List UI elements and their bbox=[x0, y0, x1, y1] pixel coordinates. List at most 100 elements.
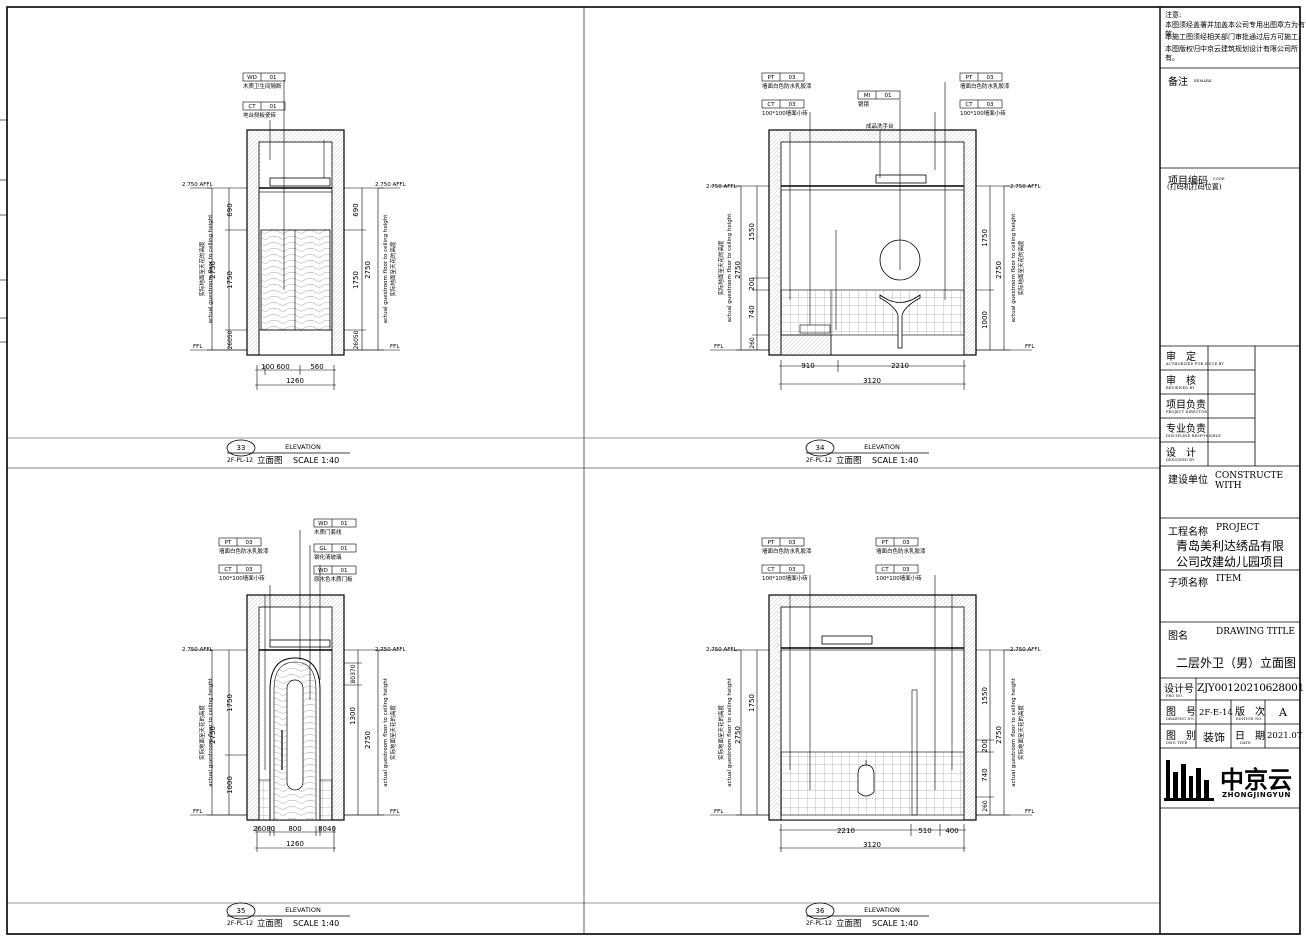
tag-36-l2-code: CT bbox=[767, 567, 775, 573]
dim-35-v-1: 1750 bbox=[226, 694, 234, 712]
tag-34-m1-num: 01 bbox=[885, 93, 892, 99]
tag-35-r1-code: WD bbox=[318, 521, 328, 527]
date-label: 日 期 bbox=[1235, 731, 1265, 742]
tag-33-2-code: CT bbox=[248, 104, 256, 110]
tag-33-1-text: 木质卫生间隔断 bbox=[243, 82, 282, 90]
dim-34-h-1: 910 bbox=[801, 362, 814, 370]
approval-project-director-sub: PROJECT DIRECTOR bbox=[1166, 410, 1208, 414]
tag-34-r2-num: 03 bbox=[987, 102, 994, 108]
revision-label: 版 次 bbox=[1235, 707, 1265, 718]
level-36-left: 2.750 AFFL bbox=[706, 647, 738, 653]
approval-review: 审 核 bbox=[1166, 376, 1196, 387]
design-no-sub: PRO NO. bbox=[1166, 694, 1184, 698]
dim-33-v-r1: 690 bbox=[352, 203, 360, 216]
elev-title-33-cn: 立面图 bbox=[257, 455, 283, 466]
elev-title-34-ref: 2F-PL-12 bbox=[806, 457, 832, 464]
elevation-33 bbox=[190, 80, 400, 390]
tag-34-l1-box bbox=[761, 72, 805, 82]
logo-en: ZHONGJINGYUN bbox=[1222, 791, 1291, 799]
tag-35-l1-code: PT bbox=[225, 540, 232, 546]
tag-36-l1-num: 03 bbox=[789, 540, 796, 546]
logo-mark-icon bbox=[1164, 760, 1214, 801]
dim-34-v-3: 740 bbox=[748, 305, 756, 318]
approval-design: 设 计 bbox=[1166, 448, 1196, 459]
tag-34-r1-num: 03 bbox=[987, 75, 994, 81]
tag-36-r1-box bbox=[875, 537, 919, 547]
dim-34-total-v: 2750 bbox=[734, 261, 742, 279]
elevation-36 bbox=[710, 575, 1032, 852]
tag-35-l2-code: CT bbox=[224, 567, 232, 573]
tag-34-l2-code: CT bbox=[767, 102, 775, 108]
height-label-cn: 实际地面至天花的高度 bbox=[389, 241, 397, 297]
dim-36-v-1: 1750 bbox=[748, 694, 756, 712]
type-sub: DWG TYPE bbox=[1166, 741, 1188, 745]
tag-33-1-code: WD bbox=[247, 75, 257, 81]
tag-36-l2-num: 03 bbox=[789, 567, 796, 573]
note-line-3: 本图版权归中京云建筑规划设计有限公司所有。 bbox=[1165, 45, 1298, 62]
project-code-sub: CODE bbox=[1213, 177, 1225, 181]
height-label-en: actual guestroom floor to ceiling height bbox=[383, 677, 389, 787]
dim-33-total-v-r: 2750 bbox=[364, 261, 372, 279]
tag-34-basin: 成品洗手台 bbox=[866, 122, 894, 130]
ffl-36-right: FFL bbox=[1025, 809, 1035, 815]
dim-34-v-4: 260 bbox=[749, 337, 756, 349]
level-34-left: 2.750 AFFL bbox=[706, 184, 738, 190]
dim-33-h-2: 600 bbox=[276, 363, 289, 371]
logo-cn: 中京云 bbox=[1220, 766, 1292, 794]
dim-36-v-r3: 740 bbox=[981, 768, 989, 781]
level-35-right: 2.750 AFFL bbox=[375, 647, 407, 653]
height-label-en: actual guestroom floor to ceiling height bbox=[383, 214, 389, 324]
dim-36-v-r4: 260 bbox=[982, 800, 989, 812]
approval-project-director: 项目负责 bbox=[1166, 400, 1206, 411]
tag-35-l1-text: 墙面白色防水乳胶漆 bbox=[219, 547, 269, 555]
remarks-sub: REMARK bbox=[1194, 79, 1212, 83]
approval-discipline-sub: DISCIPLINE RESPONSIBLE bbox=[1166, 434, 1221, 438]
dim-36-h-3: 400 bbox=[945, 827, 958, 835]
elev-title-34-scale: SCALE 1:40 bbox=[872, 456, 918, 465]
tag-34-l1-code: PT bbox=[768, 75, 775, 81]
drawing-title-value: 二层外卫（男）立面图 bbox=[1176, 656, 1297, 670]
dim-36-total: 3120 bbox=[863, 841, 881, 849]
elev-title-33-scale: SCALE 1:40 bbox=[293, 456, 339, 465]
tag-34-l1-text: 墙面白色防水乳胶漆 bbox=[762, 82, 812, 90]
tag-35-l1-num: 03 bbox=[246, 540, 253, 546]
dim-34-v-r1: 1750 bbox=[981, 229, 989, 247]
drawing-no-value: 2F-E-14 bbox=[1199, 708, 1233, 718]
height-label-cn: 实际地面至天花的高度 bbox=[198, 705, 206, 761]
dim-35-total: 1260 bbox=[286, 840, 304, 848]
tag-36-r1-num: 03 bbox=[903, 540, 910, 546]
elev-title-35-scale: SCALE 1:40 bbox=[293, 919, 339, 928]
tag-33-2-num: 01 bbox=[270, 104, 277, 110]
revision-sub: EDITION NO. bbox=[1236, 717, 1263, 721]
elev-title-33-en: ELEVATION bbox=[285, 443, 321, 451]
elev-title-35-ref: 2F-PL-12 bbox=[227, 920, 253, 927]
elev-title-34-cn: 立面图 bbox=[836, 455, 862, 466]
dim-36-total-v: 2750 bbox=[734, 726, 742, 744]
dim-34-v-2: 200 bbox=[748, 277, 756, 290]
elev-title-35-number: 35 bbox=[237, 907, 246, 915]
ffl-33-right: FFL bbox=[390, 344, 400, 350]
dim-33-v-3: 26050 bbox=[227, 330, 234, 349]
dim-33-total: 1260 bbox=[286, 377, 304, 385]
remarks-label: 备注 bbox=[1168, 77, 1188, 88]
tag-36-r2-code: CT bbox=[881, 567, 889, 573]
dim-36-total-v-r: 2750 bbox=[995, 726, 1003, 744]
dim-35-total-v-r: 2750 bbox=[364, 731, 372, 749]
drawing-no-label: 图 号 bbox=[1166, 707, 1196, 718]
tag-33-1-box bbox=[242, 72, 286, 82]
elev-title-36-ref: 2F-PL-12 bbox=[806, 920, 832, 927]
tag-35-l1-box bbox=[218, 537, 262, 547]
construct-en: CONSTRUCTE WITH bbox=[1215, 471, 1284, 491]
tag-35-r2-text: 钢化清玻璃 bbox=[314, 553, 342, 561]
ffl-35-left: FFL bbox=[193, 809, 203, 815]
elev-title-33-number: 33 bbox=[237, 444, 246, 452]
elev-title-36-number: 36 bbox=[816, 907, 825, 915]
dim-34-v-r2: 1000 bbox=[981, 311, 989, 329]
elev-title-35-en: ELEVATION bbox=[285, 906, 321, 914]
tag-34-m1-box bbox=[857, 90, 901, 100]
approval-authorize-sub: AUTHORIZED FOR ISSUE BY bbox=[1166, 362, 1224, 366]
dim-33-v-r3: 26050 bbox=[353, 330, 360, 349]
level-33-right: 2.750 AFFL bbox=[375, 182, 407, 188]
elev-title-36-scale: SCALE 1:40 bbox=[872, 919, 918, 928]
